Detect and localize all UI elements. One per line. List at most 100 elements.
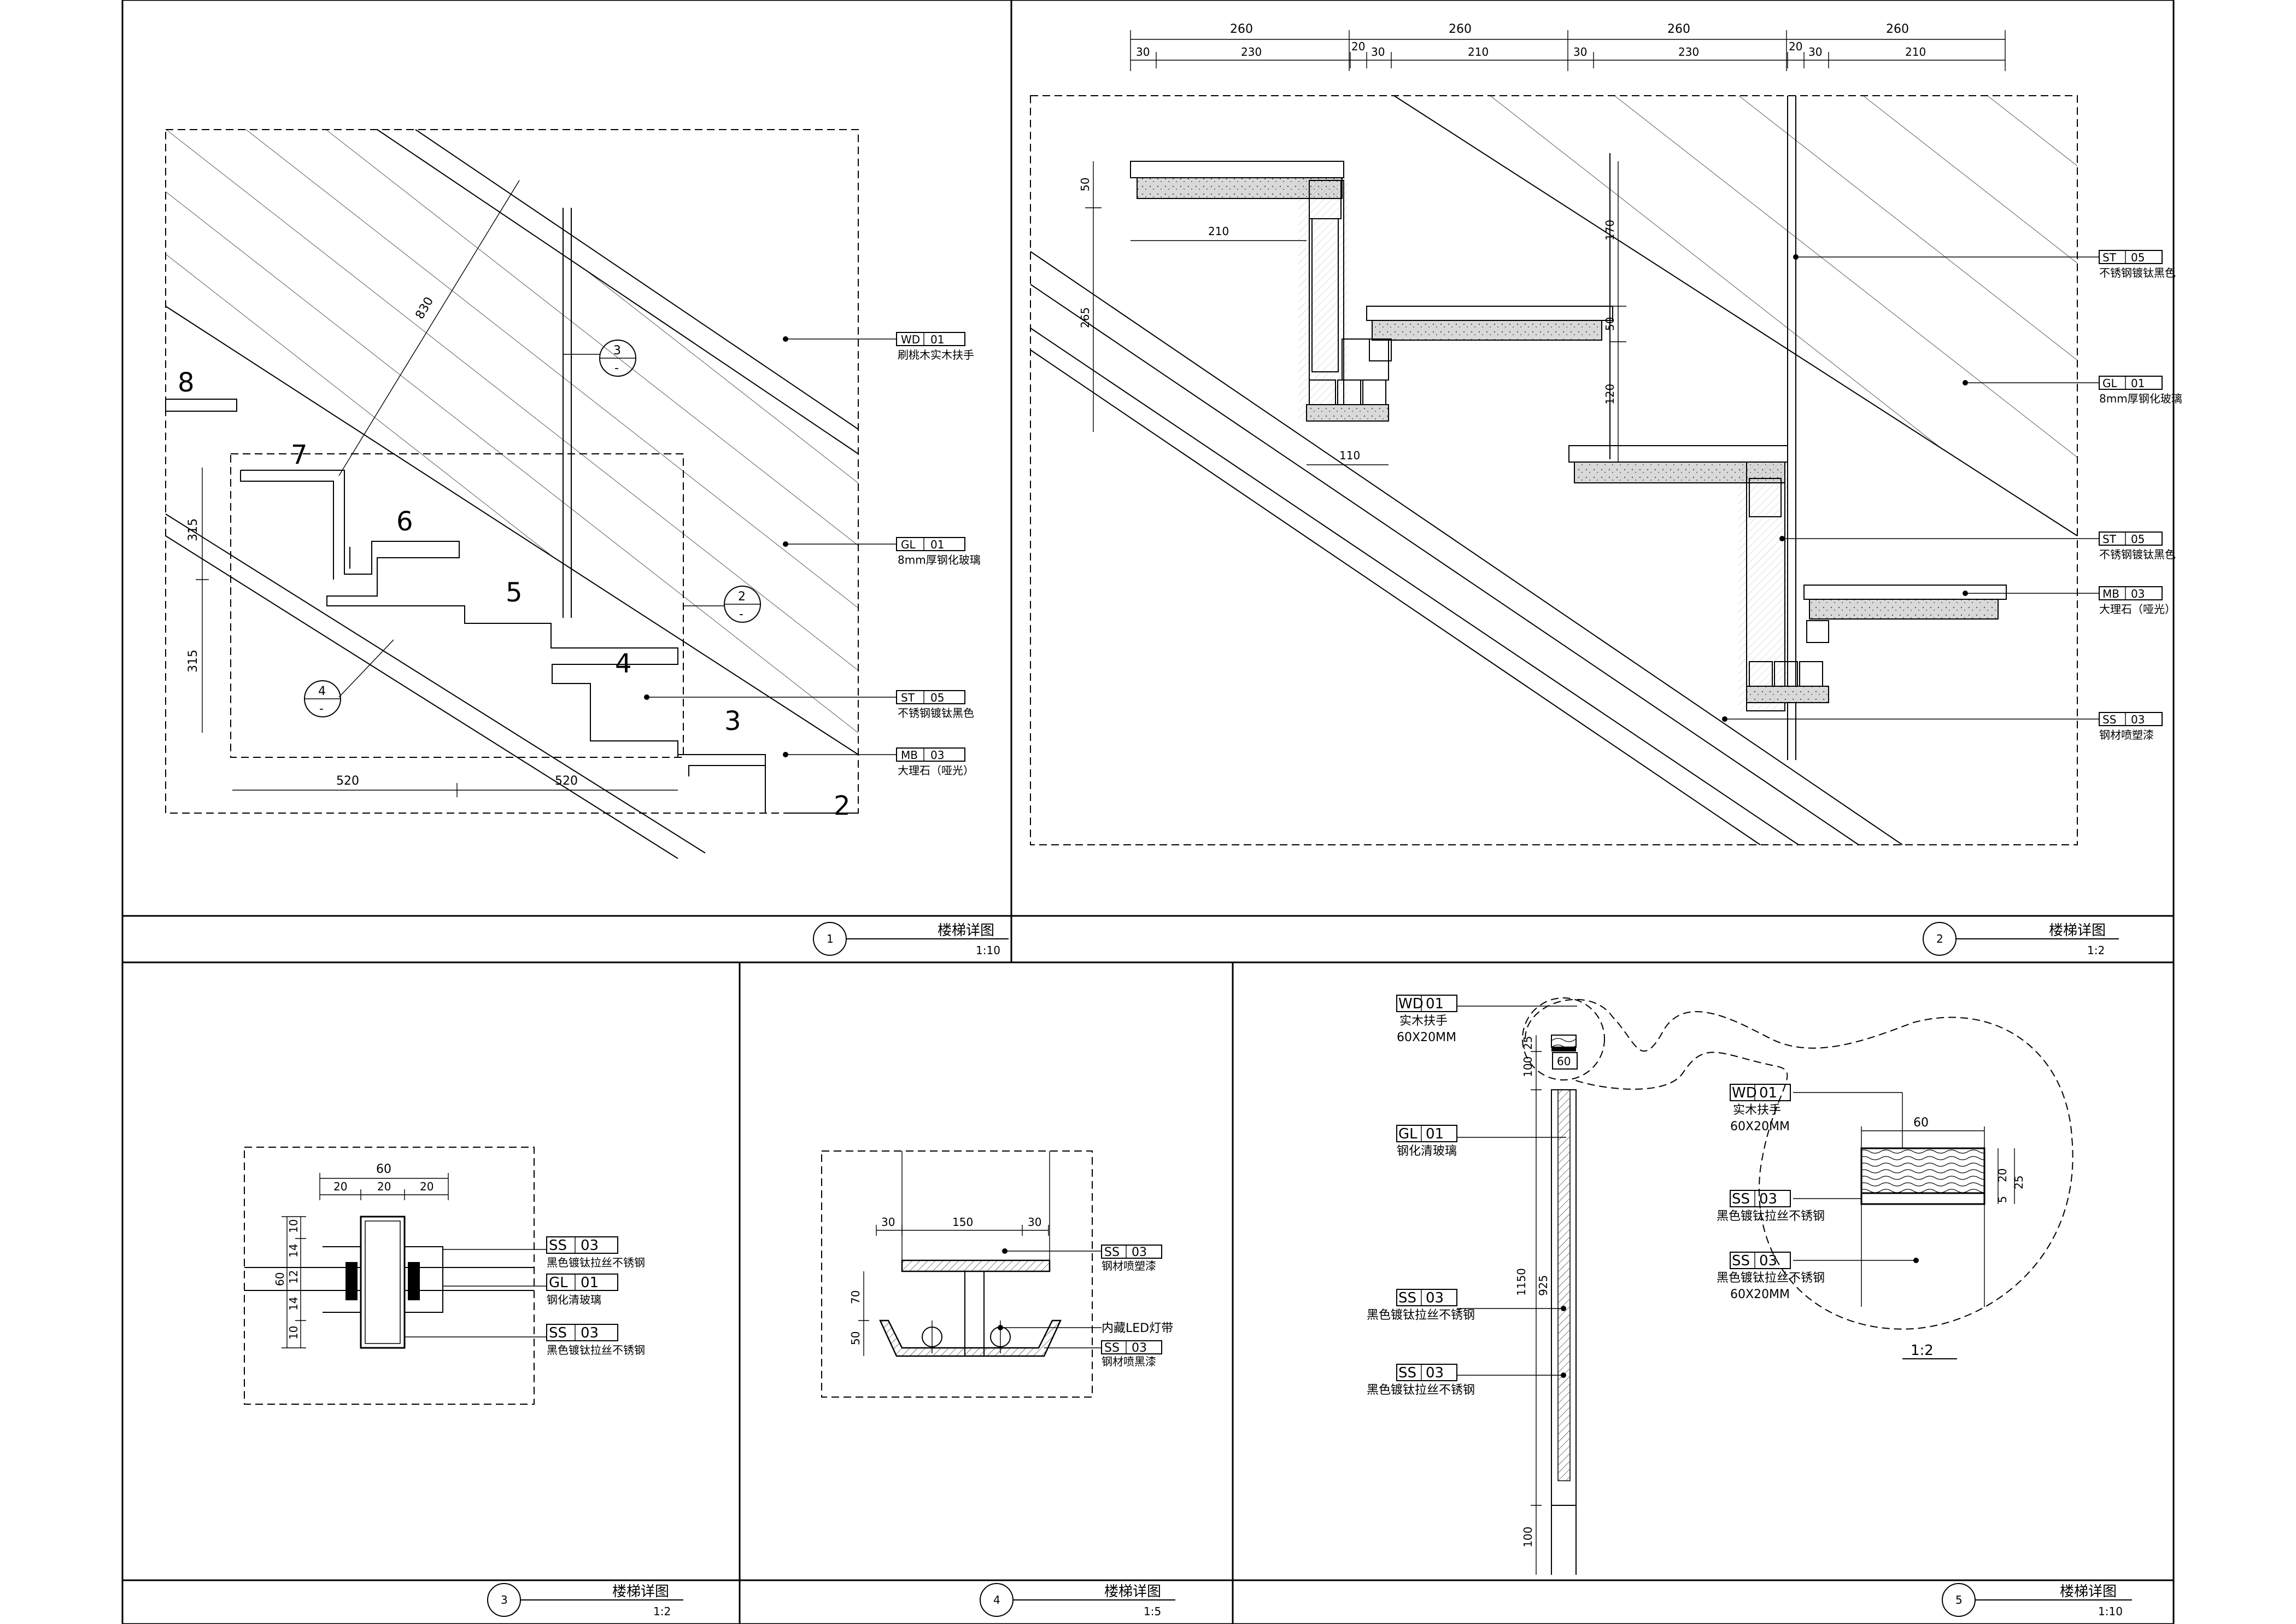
svg-text:4: 4 bbox=[318, 685, 326, 698]
material-tag: MB 03 大理石（哑光） bbox=[1963, 586, 2176, 616]
title-block-3: 3 楼梯详图 1:2 bbox=[487, 1583, 683, 1618]
svg-text:315: 315 bbox=[186, 518, 200, 541]
svg-text:01: 01 bbox=[930, 538, 944, 551]
svg-text:03: 03 bbox=[1132, 1246, 1147, 1259]
enlarged-handrail-detail: 60 20 25 5 1:2 WD 01 实木扶手 60X20MM bbox=[1717, 1084, 2025, 1359]
svg-text:01: 01 bbox=[2131, 377, 2145, 390]
svg-text:30: 30 bbox=[1136, 45, 1150, 59]
svg-text:260: 260 bbox=[1667, 22, 1690, 36]
svg-text:WD: WD bbox=[901, 333, 920, 346]
svg-text:内藏LED灯带: 内藏LED灯带 bbox=[1102, 1322, 1173, 1335]
svg-text:20: 20 bbox=[333, 1180, 347, 1193]
svg-text:SS: SS bbox=[549, 1237, 567, 1254]
svg-text:03: 03 bbox=[1426, 1290, 1444, 1306]
svg-text:60X20MM: 60X20MM bbox=[1730, 1120, 1790, 1134]
svg-text:4: 4 bbox=[993, 1593, 1000, 1607]
title-block-4: 4 楼梯详图 1:5 bbox=[980, 1583, 1175, 1618]
svg-text:03: 03 bbox=[1759, 1191, 1777, 1207]
svg-text:3: 3 bbox=[613, 344, 621, 358]
svg-text:20: 20 bbox=[377, 1180, 391, 1193]
svg-text:01: 01 bbox=[930, 333, 944, 346]
step-label: 8 bbox=[178, 367, 195, 398]
detail-2-step-section: 260 260 260 260 30 230 20 30 210 30 230 … bbox=[1030, 22, 2182, 845]
svg-text:60: 60 bbox=[1913, 1116, 1929, 1130]
step-label: 6 bbox=[396, 506, 413, 537]
title-block-2: 2 楼梯详图 1:2 bbox=[1923, 922, 2119, 957]
material-tag: WD 01 实木扶手 60X20MM bbox=[1730, 1084, 1903, 1148]
svg-text:10: 10 bbox=[287, 1219, 300, 1233]
step-label: 3 bbox=[724, 706, 741, 737]
svg-text:260: 260 bbox=[1230, 22, 1253, 36]
svg-text:SS: SS bbox=[1104, 1341, 1120, 1355]
svg-text:1:2: 1:2 bbox=[2087, 944, 2105, 957]
svg-text:楼梯详图: 楼梯详图 bbox=[2060, 1584, 2117, 1600]
svg-text:230: 230 bbox=[1241, 45, 1262, 59]
svg-text:100: 100 bbox=[1521, 1527, 1534, 1547]
material-tag: SS 03 黑色镀钛拉丝不锈钢 bbox=[1367, 1289, 1566, 1322]
detail-title: 楼梯详图 bbox=[938, 922, 994, 939]
svg-text:30: 30 bbox=[1573, 45, 1587, 59]
svg-text:钢材喷黑漆: 钢材喷黑漆 bbox=[1102, 1355, 1156, 1368]
svg-text:170: 170 bbox=[1603, 220, 1616, 241]
detail-3-post-clamp: 60 20 20 20 10 14 12 14 10 60 bbox=[244, 1147, 645, 1405]
svg-text:100: 100 bbox=[1521, 1056, 1534, 1077]
svg-text:10: 10 bbox=[287, 1326, 300, 1340]
svg-text:60: 60 bbox=[273, 1272, 286, 1286]
svg-text:GL: GL bbox=[1398, 1126, 1418, 1142]
svg-text:SS: SS bbox=[1398, 1290, 1416, 1306]
svg-text:60X20MM: 60X20MM bbox=[1397, 1031, 1456, 1044]
callout-2: 2 - bbox=[683, 586, 761, 623]
svg-text:20: 20 bbox=[420, 1180, 434, 1193]
step-label: 4 bbox=[615, 649, 632, 679]
svg-text:20: 20 bbox=[1351, 40, 1365, 53]
svg-text:GL: GL bbox=[901, 538, 916, 551]
material-tag: GL 01 钢化清玻璃 bbox=[1396, 1125, 1566, 1158]
svg-text:钢材喷塑漆: 钢材喷塑漆 bbox=[2099, 728, 2154, 741]
svg-text:25: 25 bbox=[1521, 1036, 1534, 1050]
svg-text:03: 03 bbox=[1759, 1253, 1777, 1269]
svg-text:30: 30 bbox=[1371, 45, 1385, 59]
svg-text:315: 315 bbox=[186, 650, 200, 673]
material-tag: SS 03 黑色镀钛拉丝不锈钢 bbox=[1367, 1364, 1566, 1397]
material-tag: SS 03 黑色镀钛拉丝不锈钢 bbox=[405, 1324, 645, 1357]
svg-text:WD: WD bbox=[1398, 996, 1424, 1012]
material-tag: SS 03 黑色镀钛拉丝不锈钢 bbox=[1717, 1190, 1861, 1223]
material-tag: GL 01 8mm厚钢化玻璃 bbox=[783, 537, 981, 566]
svg-text:黑色镀钛拉丝不锈钢: 黑色镀钛拉丝不锈钢 bbox=[1367, 1383, 1475, 1397]
svg-text:03: 03 bbox=[1132, 1341, 1147, 1355]
material-tag: ST 05 不锈钢镀钛黑色 bbox=[644, 690, 974, 720]
svg-text:03: 03 bbox=[1426, 1365, 1444, 1381]
svg-text:110: 110 bbox=[1339, 449, 1360, 462]
svg-text:1:10: 1:10 bbox=[2098, 1605, 2123, 1618]
svg-text:黑色镀钛拉丝不锈钢: 黑色镀钛拉丝不锈钢 bbox=[547, 1343, 645, 1357]
svg-text:260: 260 bbox=[1886, 22, 1909, 36]
svg-text:05: 05 bbox=[930, 691, 944, 704]
svg-text:SS: SS bbox=[1732, 1191, 1750, 1207]
svg-text:刷桃木实木扶手: 刷桃木实木扶手 bbox=[898, 348, 974, 361]
svg-text:30: 30 bbox=[881, 1216, 895, 1229]
svg-text:120: 120 bbox=[1603, 384, 1616, 405]
svg-text:50: 50 bbox=[849, 1331, 862, 1345]
step-label: 2 bbox=[834, 791, 851, 821]
material-tag: SS 03 黑色镀钛拉丝不锈钢 bbox=[443, 1236, 645, 1269]
svg-text:-: - bbox=[319, 702, 324, 716]
material-tag: GL 01 钢化清玻璃 bbox=[443, 1274, 618, 1306]
material-tag: ST 05 不锈钢镀钛黑色 bbox=[1793, 250, 2176, 279]
svg-text:03: 03 bbox=[2131, 587, 2145, 600]
svg-text:黑色镀钛拉丝不锈钢: 黑色镀钛拉丝不锈钢 bbox=[1717, 1271, 1825, 1285]
callout-3: 3 - bbox=[563, 340, 636, 377]
svg-text:实木扶手: 实木扶手 bbox=[1399, 1014, 1448, 1028]
material-tag: WD 01 实木扶手 60X20MM bbox=[1396, 995, 1577, 1044]
svg-text:楼梯详图: 楼梯详图 bbox=[612, 1584, 669, 1600]
svg-text:大理石（哑光）: 大理石（哑光） bbox=[2099, 603, 2176, 616]
svg-text:150: 150 bbox=[952, 1216, 973, 1229]
svg-text:12: 12 bbox=[287, 1270, 300, 1284]
svg-text:不锈钢镀钛黑色: 不锈钢镀钛黑色 bbox=[2099, 266, 2176, 279]
step-label: 7 bbox=[291, 440, 308, 470]
svg-text:MB: MB bbox=[901, 749, 918, 762]
material-tag: SS 03 钢材喷塑漆 bbox=[1002, 1245, 1162, 1272]
svg-text:50: 50 bbox=[1079, 178, 1092, 191]
svg-text:楼梯详图: 楼梯详图 bbox=[1104, 1584, 1161, 1600]
svg-text:1:2: 1:2 bbox=[1911, 1342, 1934, 1359]
svg-text:SS: SS bbox=[549, 1325, 567, 1341]
